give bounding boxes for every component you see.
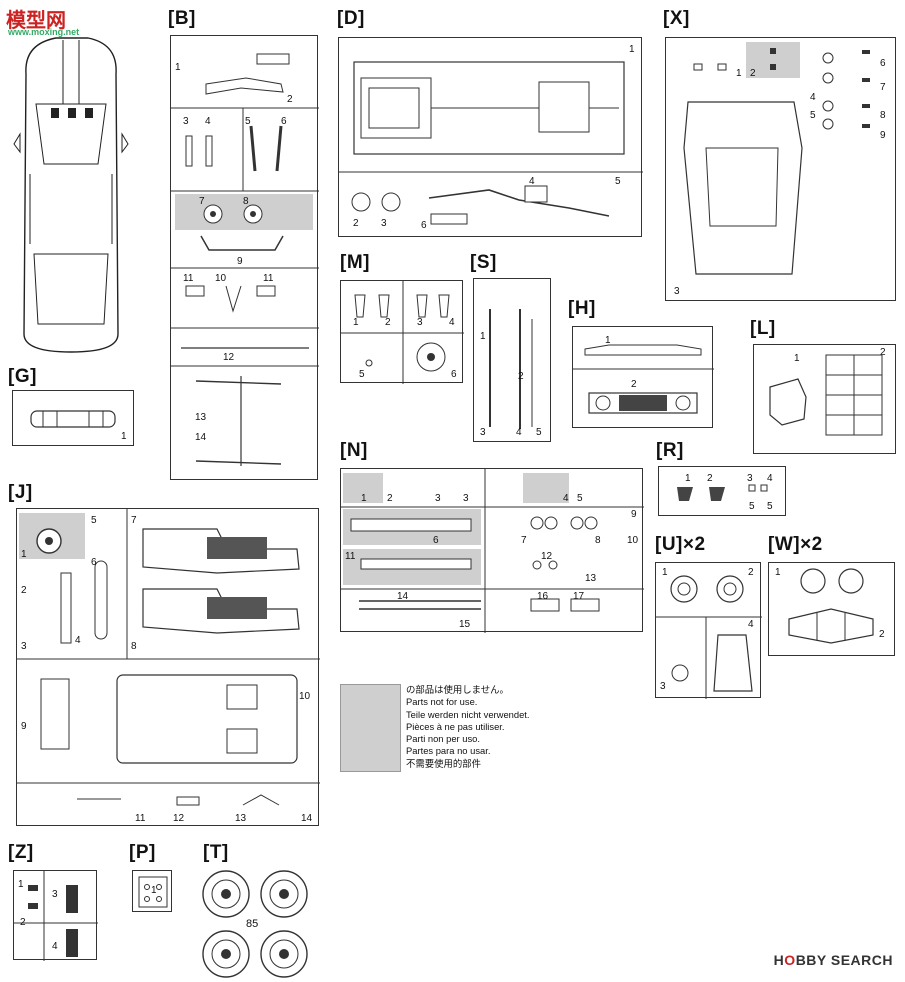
- legend-line-fr: Pièces à ne pas utiliser.: [406, 720, 505, 732]
- legend-text: の部品は使用しません。 Parts not for use. Teile wer…: [406, 684, 530, 770]
- sprue-j: 1 5 7 6 2 4 3 8 9 10 11 12 13 14: [16, 508, 320, 826]
- sprue-s: 1 2 3 4 5: [473, 278, 551, 442]
- label-sprue-m: [M]: [340, 252, 370, 273]
- label-sprue-r: [R]: [656, 440, 684, 461]
- legend-line-es: Partes para no usar.: [406, 745, 491, 757]
- sprue-s-parts: [489, 309, 533, 429]
- sprue-h: 1 2: [572, 326, 714, 428]
- sprue-z: 1 2 3 4: [13, 870, 98, 961]
- sprue-l: 1 2: [753, 344, 896, 454]
- sprue-n: 1 2 3 3 4 5 9 6 7 8 10 11 12 13 14 15 16…: [340, 468, 644, 633]
- sprue-j-parts: [17, 509, 320, 806]
- watermark-logo: 模型网: [6, 10, 66, 32]
- label-sprue-d: [D]: [337, 8, 365, 29]
- sprue-w: 1 2: [768, 562, 895, 656]
- legend-line-it: Parti non per uso.: [406, 733, 481, 745]
- sprue-n-parts: [341, 469, 644, 633]
- sprue-z-parts: [14, 871, 98, 961]
- label-sprue-z: [Z]: [8, 842, 34, 863]
- label-sprue-h: [H]: [568, 298, 596, 319]
- tire-set: [202, 870, 308, 978]
- sprue-l-parts: [769, 354, 883, 436]
- sprue-b: 1 2 3 4 5 6 7 8 9 11 10 11 12 13 14: [170, 35, 319, 480]
- label-sprue-b: [B]: [168, 8, 196, 29]
- sprue-p-parts: [138, 876, 168, 908]
- legend-line-de: Teile werden nicht verwendet.: [406, 708, 530, 720]
- label-sprue-g: [G]: [8, 366, 37, 387]
- label-sprue-l: [L]: [750, 318, 776, 339]
- legend-unused-swatch: [340, 684, 401, 772]
- sprue-n-unused-area-2: [523, 473, 569, 503]
- label-sprue-x: [X]: [663, 8, 690, 29]
- sprue-u-parts: [656, 575, 762, 699]
- sprue-d: 1 2 3 4 5 6: [338, 37, 643, 237]
- legend-line-zh: 不需要使用的部件: [406, 757, 482, 769]
- car-body-top-view: [13, 37, 129, 353]
- label-sprue-t: [T]: [203, 842, 229, 863]
- sprue-p: 1: [132, 870, 172, 912]
- sprue-d-parts: [339, 61, 643, 225]
- label-sprue-p: [P]: [129, 842, 156, 863]
- sprue-g: 1: [12, 390, 134, 446]
- sprue-r: 1 2 3 4 5 5: [658, 466, 786, 516]
- legend-line-ja: の部品は使用しません。: [406, 684, 509, 695]
- tire-1: [202, 870, 250, 918]
- sprue-r-parts: [677, 484, 768, 501]
- sprue-u: 1 2 3 4: [655, 562, 762, 699]
- sprue-n-unused-area-1: [343, 473, 383, 503]
- label-sprue-n: [N]: [340, 440, 368, 461]
- sprue-g-parts: [30, 410, 116, 428]
- sprue-w-parts: [788, 568, 874, 644]
- label-sprue-u: [U]×2: [655, 534, 706, 555]
- sprue-m-parts: [341, 281, 464, 384]
- sprue-x: 1 2 4 5 6 7 8 9 3: [665, 37, 896, 301]
- legend-line-en: Parts not for use.: [406, 696, 478, 708]
- sprue-x-parts: [683, 48, 870, 275]
- watermark-url: www.moxing.net: [8, 27, 80, 37]
- sprue-h-parts: [573, 344, 714, 414]
- tire-3: [202, 930, 250, 978]
- label-sprue-j: [J]: [8, 482, 33, 503]
- tire-2: [260, 870, 308, 918]
- tire-4: [260, 930, 308, 978]
- tire-code: 85: [246, 918, 259, 930]
- label-sprue-s: [S]: [470, 252, 497, 273]
- label-sprue-w: [W]×2: [768, 534, 823, 555]
- sprue-m: 1 2 3 4 5 6: [340, 280, 464, 384]
- footer-brand: HOBBY SEARCH: [773, 952, 893, 968]
- sprue-b-parts: [171, 53, 319, 466]
